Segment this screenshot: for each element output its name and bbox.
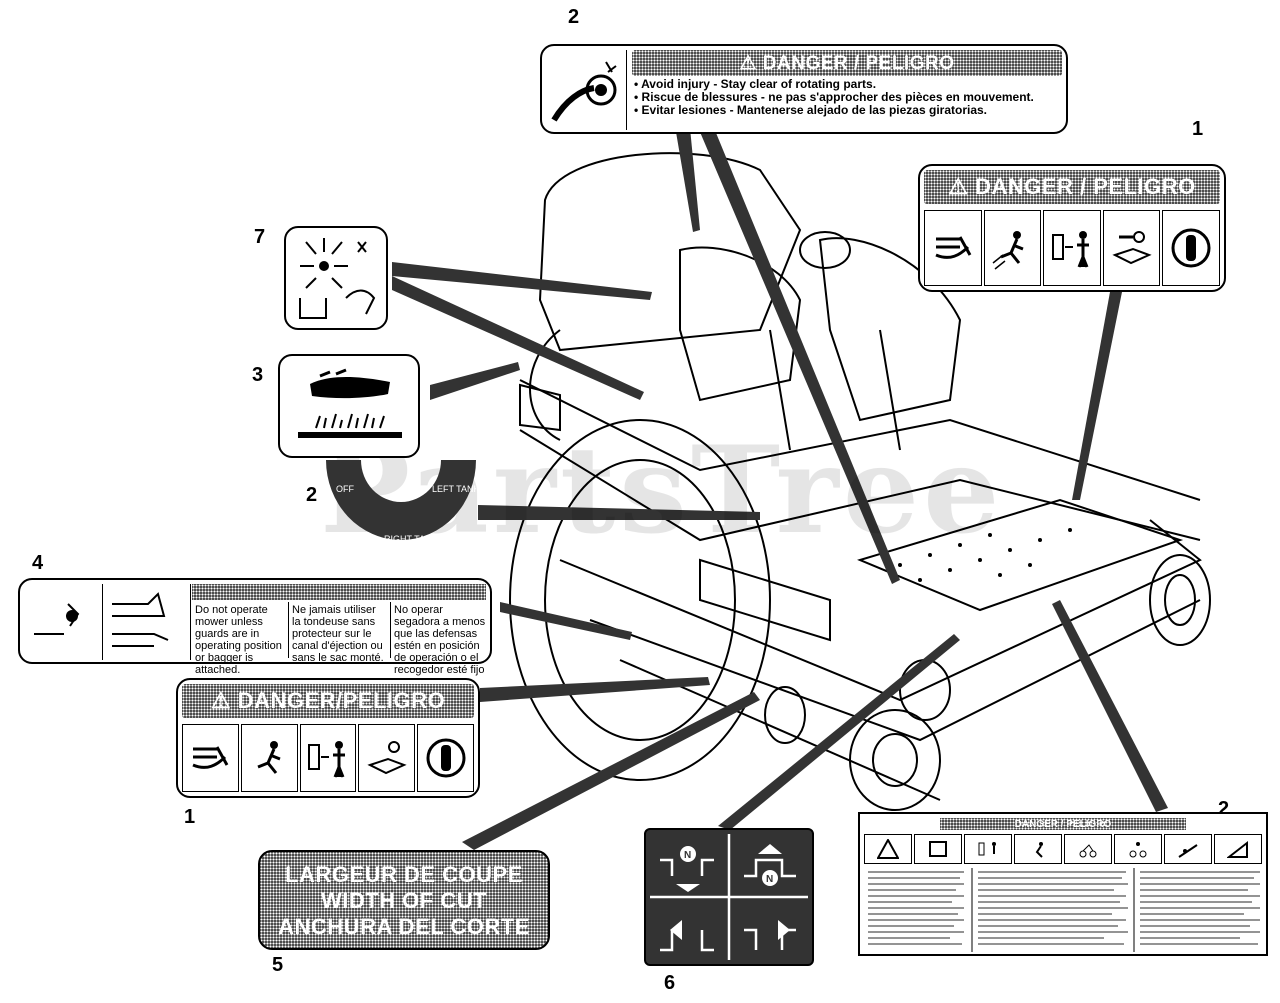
leader-7-b xyxy=(392,276,644,400)
guard-warning-heading xyxy=(192,584,486,600)
off-label: OFF xyxy=(336,484,354,494)
decal-fuel-selector: OFF LEFT TANK RIGHT TANK xyxy=(326,460,476,544)
leader-4 xyxy=(500,602,632,640)
no-riders-icon xyxy=(1064,834,1112,864)
leader-2-gauge xyxy=(478,505,760,520)
danger-heading-top: ⚠ DANGER / PELIGRO xyxy=(924,170,1220,204)
turn-left-icon xyxy=(660,930,714,952)
blade-hand-icon xyxy=(924,210,982,286)
thrown-object-icon xyxy=(240,724,298,792)
hand-rotating-icon xyxy=(546,50,627,130)
decal-7-pictogram xyxy=(284,226,388,330)
decal-5-width-of-cut: LARGEUR DE COUPE WIDTH OF CUT ANCHURA DE… xyxy=(258,850,550,950)
callout-2-right: 2 xyxy=(1218,798,1230,820)
read-manual-icon xyxy=(358,724,416,792)
width-of-cut-es: ANCHURA DEL CORTE xyxy=(278,914,530,939)
distance-icon xyxy=(964,834,1012,864)
leader-6 xyxy=(718,634,960,830)
rotating-line-es: • Evitar lesiones - Mantenerse alejado d… xyxy=(634,103,988,117)
keep-distance-icon xyxy=(299,724,357,792)
danger-heading-bottom: ⚠ DANGER/PELIGRO xyxy=(182,684,474,718)
fine-print-block xyxy=(868,868,1260,952)
leader-2-right xyxy=(1052,600,1168,812)
svg-text:N: N xyxy=(766,874,773,885)
decal-rotating-parts: ⚠ DANGER / PELIGRO • Avoid injury - Stay… xyxy=(540,44,1068,134)
disconnect-icon xyxy=(417,724,474,792)
warning-triangle-icon xyxy=(864,834,912,864)
blade-hand-icon xyxy=(182,724,239,792)
leader-1-top xyxy=(1072,292,1122,500)
guard-text-en: Do not operate mower unless guards are i… xyxy=(195,604,282,676)
width-of-cut-fr: LARGEUR DE COUPE xyxy=(285,862,523,887)
leader-2-top-a xyxy=(676,128,700,232)
callout-3: 3 xyxy=(252,364,264,386)
rotating-text: • Avoid injury - Stay clear of rotating … xyxy=(634,78,1048,117)
thrown-object-icon xyxy=(983,210,1042,286)
discharge-chute-icon xyxy=(24,584,103,660)
guard-text-es: No operar segadora a menos que las defen… xyxy=(390,602,490,676)
no-children-icon xyxy=(1114,834,1162,864)
callout-2-gauge: 2 xyxy=(306,484,318,506)
decal-4-guards: Do not operate mower unless guards are i… xyxy=(18,578,492,676)
turn-right-icon xyxy=(744,928,796,950)
manual-icon xyxy=(914,834,962,864)
decal-large-warning: DANGER / PELIGRO xyxy=(858,812,1268,956)
neutral-reverse-icon xyxy=(744,858,796,878)
slope-icon xyxy=(1164,834,1212,864)
rotating-line-en: • Avoid injury - Stay clear of rotating … xyxy=(634,77,877,91)
svg-text:N: N xyxy=(684,850,691,861)
thrown-debris-icon xyxy=(1014,834,1062,864)
callout-4: 4 xyxy=(32,552,44,574)
leader-3 xyxy=(430,362,520,400)
callout-7: 7 xyxy=(254,226,266,248)
decal-danger-icons-top: ⚠ DANGER / PELIGRO xyxy=(918,164,1226,292)
rotating-line-fr: • Riscue de blessures - ne pas s'approch… xyxy=(634,90,1034,104)
width-of-cut-text: LARGEUR DE COUPE WIDTH OF CUT ANCHURA DE… xyxy=(260,862,548,940)
callout-5: 5 xyxy=(272,954,284,976)
callout-2-top: 2 xyxy=(568,6,580,28)
leader-7-a xyxy=(392,262,652,300)
guard-text-fr: Ne jamais utiliser la tondeuse sans prot… xyxy=(288,602,388,664)
neutral-forward-icon xyxy=(660,858,714,876)
leader-1-bottom xyxy=(480,677,710,702)
large-warning-heading: DANGER / PELIGRO xyxy=(940,818,1186,830)
leader-2-top-b xyxy=(700,128,900,584)
width-of-cut-en: WIDTH OF CUT xyxy=(320,888,488,913)
read-manual-icon xyxy=(1102,210,1161,286)
disconnect-icon xyxy=(1162,210,1220,286)
rollover-icon xyxy=(1214,834,1262,864)
keep-distance-icon xyxy=(1043,210,1101,286)
guard-position-icon xyxy=(104,584,191,660)
right-tank-label: RIGHT TANK xyxy=(384,534,438,544)
safety-pictogram-icon xyxy=(299,238,376,319)
decal-3-hand-grass xyxy=(278,354,420,458)
callout-1-top: 1 xyxy=(1192,118,1204,140)
callout-1-bottom: 1 xyxy=(184,806,196,828)
danger-heading: ⚠ DANGER / PELIGRO xyxy=(632,50,1062,76)
callout-6: 6 xyxy=(664,972,676,994)
hand-over-grass-icon xyxy=(298,368,402,438)
decal-danger-icons-bottom: ⚠ DANGER/PELIGRO xyxy=(176,678,480,798)
leader-5 xyxy=(462,692,760,850)
left-tank-label: LEFT TANK xyxy=(432,484,476,494)
